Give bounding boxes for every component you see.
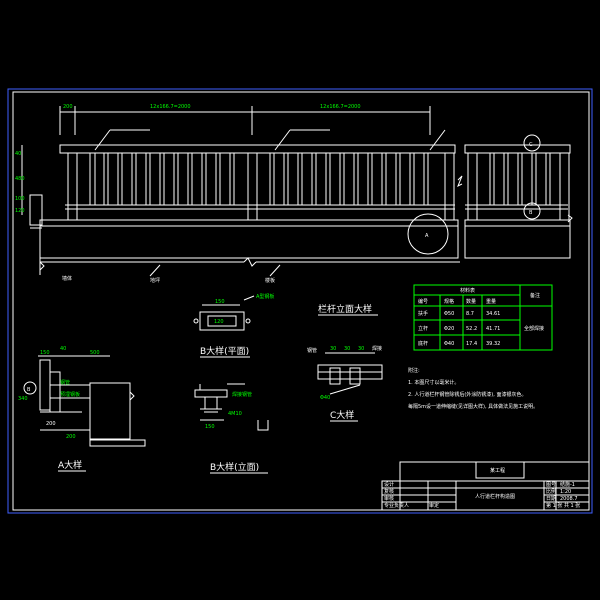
td-2-3: 39.32 <box>486 341 500 347</box>
tb-right-value-2: 2008.7 <box>560 496 578 502</box>
detail-b-plan-dim-top: 150 <box>215 299 225 305</box>
table-extra-header: 备注 <box>530 292 540 299</box>
detail-a-dim-bottom: 200 <box>66 434 76 440</box>
table-title: 材料表 <box>460 287 475 294</box>
td-1-1: Φ20 <box>444 326 454 332</box>
td-0-1: Φ50 <box>444 311 454 317</box>
svg-text:钢管: 钢管 <box>60 379 70 386</box>
detail-a-dim-500: 500 <box>90 350 100 356</box>
dim-left-offset: 200 <box>63 104 73 110</box>
label-wall: 墙体 <box>62 275 72 282</box>
td-0-3: 34.61 <box>486 311 500 317</box>
detail-a-dim-200: 200 <box>46 421 56 427</box>
tb-left-4: 审定 <box>429 502 439 509</box>
detail-a-dim-40: 40 <box>60 346 66 352</box>
detail-b-plan-note: A型钢板 <box>256 293 274 300</box>
svg-text:120: 120 <box>15 208 25 214</box>
railing-elevation: 200 12x166.7=2000 12x166.7=2000 40 480 1… <box>15 104 573 284</box>
elevation-title: 栏杆立面大样 <box>318 303 372 315</box>
td-1-3: 41.71 <box>486 326 500 332</box>
dim-span-2: 12x166.7=2000 <box>320 104 361 110</box>
tb-left-1: 复核 <box>384 488 394 495</box>
drawing-frame <box>7 88 593 514</box>
detail-c-note-1: 钢管 <box>307 347 317 354</box>
td-2-1: Φ40 <box>444 341 454 347</box>
tb-left-2: 审核 <box>384 495 394 502</box>
detail-b-elev-note-2: 4M10 <box>228 411 242 417</box>
td-1-0: 立杆 <box>418 325 428 332</box>
notes-line-1: 1. 本图尺寸以毫米计。 <box>408 379 459 386</box>
svg-text:340: 340 <box>18 396 28 402</box>
tb-left-3: 专业负责人 <box>384 502 409 509</box>
tb-right-label-0: 图号 <box>546 482 556 488</box>
detail-a-marker: B <box>27 387 31 393</box>
svg-text:Φ40: Φ40 <box>320 395 330 401</box>
detail-b-elev-title: B大样(立面) <box>210 461 259 473</box>
label-ground: 地坪 <box>150 277 160 284</box>
table-remark: 全部焊接 <box>524 325 544 332</box>
th-2: 数量 <box>466 298 476 305</box>
td-0-2: 8.7 <box>466 311 474 317</box>
td-1-2: 52.2 <box>466 326 477 332</box>
detail-c-dim-3: 30 <box>358 346 364 352</box>
td-0-0: 扶手 <box>418 310 428 317</box>
callout-c: C <box>529 142 533 148</box>
tb-right-value-0: 结施-1 <box>560 481 575 488</box>
detail-c: 30 30 30 钢管 焊接 Φ40 <box>307 345 383 401</box>
detail-b-plan: 150 120 A型钢板 <box>193 293 274 331</box>
th-3: 重量 <box>486 298 496 305</box>
detail-a-dim-150: 150 <box>40 350 50 356</box>
notes-line-3: 每隔5m设一道伸缩缝(见详图大样), 具体做法见施工说明。 <box>408 403 538 410</box>
th-0: 编号 <box>418 298 428 305</box>
svg-text:40: 40 <box>15 151 21 157</box>
callout-a: A <box>425 233 429 239</box>
detail-b-elev-dim-150: 150 <box>205 424 215 430</box>
tb-sheet: 第 1 张 共 1 张 <box>546 502 580 509</box>
detail-b-elev-note-1: 焊接钢管 <box>232 391 252 398</box>
tb-drawing-title: 人行道栏杆构造图 <box>475 493 515 500</box>
detail-c-dim-1: 30 <box>330 346 336 352</box>
title-block-project: 某工程 <box>490 467 505 474</box>
notes: 附注: 1. 本图尺寸以毫米计。 2. 人行道栏杆钢管除锈后(外涂防锈漆), 面… <box>408 367 538 410</box>
callout-b: B <box>529 210 533 216</box>
detail-c-title: C大样 <box>330 409 354 421</box>
tb-right-value-1: 1:20 <box>560 489 571 495</box>
svg-text:480: 480 <box>15 176 25 182</box>
detail-b-plan-dim-inner: 120 <box>214 319 224 325</box>
tb-right-label-2: 日期 <box>546 496 556 502</box>
detail-a-title: A大样 <box>58 459 82 471</box>
td-2-0: 底杆 <box>418 340 428 347</box>
notes-line-2: 2. 人行道栏杆钢管除锈后(外涂防锈漆), 面漆银灰色。 <box>408 391 526 398</box>
label-slab: 楼板 <box>265 277 275 284</box>
td-2-2: 17.4 <box>466 341 477 347</box>
th-1: 规格 <box>444 298 454 305</box>
material-table: 材料表 备注 编号 规格 数量 重量 扶手 Φ50 8.7 34.61 立杆 Φ… <box>413 284 553 351</box>
dim-span-1: 12x166.7=2000 <box>150 104 191 110</box>
svg-text:预埋钢板: 预埋钢板 <box>60 391 80 398</box>
inner-frame <box>12 91 590 511</box>
tb-right-label-1: 比例 <box>546 488 556 495</box>
detail-a: 150 40 500 B 200 340 钢管 预埋钢板 200 <box>18 346 146 447</box>
svg-text:100: 100 <box>15 196 25 202</box>
tb-left-0: 设计 <box>384 481 394 488</box>
detail-c-dim-2: 30 <box>344 346 350 352</box>
detail-b-elev: 焊接钢管 4M10 150 <box>194 383 269 431</box>
title-block: 某工程 设计 复核 审核 专业负责人 审定 人行道栏杆构造图 图号 比例 日期 … <box>381 461 590 511</box>
notes-heading: 附注: <box>408 367 420 374</box>
detail-c-note-2: 焊接 <box>372 345 382 352</box>
detail-b-plan-title: B大样(平面) <box>200 345 249 357</box>
